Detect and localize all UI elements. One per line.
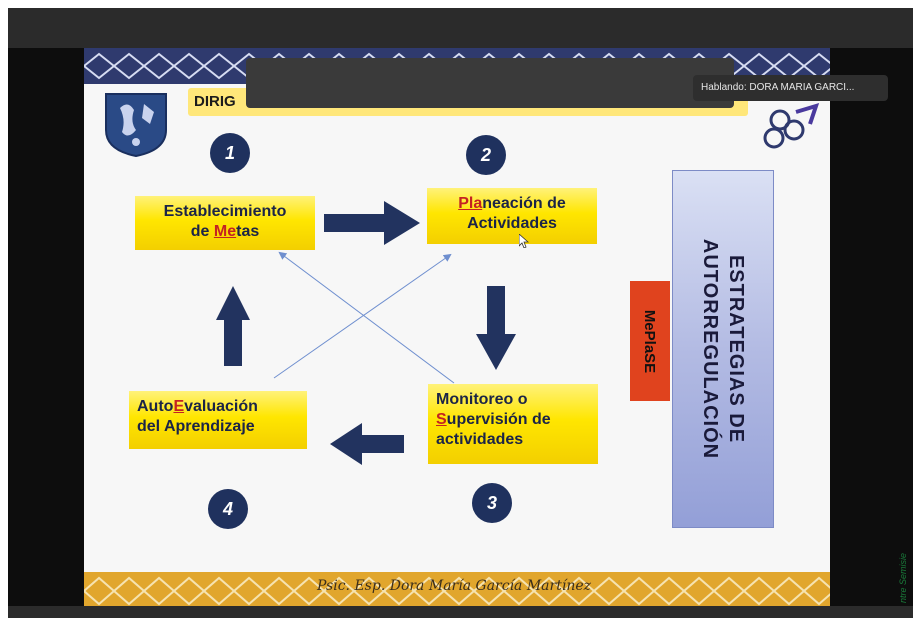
strategy-panel-title: ESTRATEGIAS DE AUTORREGULACIÓN: [699, 238, 747, 460]
bottom-band-pattern-icon: [84, 572, 830, 610]
step-box-self-evaluation: AutoEvaluación del Aprendizaje: [129, 391, 307, 449]
step-3-line-3: actividades: [436, 431, 524, 448]
video-top-bar: [8, 8, 913, 48]
step-3-line-2: Supervisión de: [436, 411, 551, 428]
step-4-line-1: AutoEvaluación: [137, 398, 258, 415]
step-box-monitoring: Monitoreo o Supervisión de actividades: [428, 384, 598, 464]
step-box-planning: Planeación de Actividades: [427, 188, 597, 244]
cross-arrows-icon: [273, 251, 455, 384]
step-1-highlight: Me: [213, 223, 237, 240]
strategy-panel-text-wrap: ESTRATEGIAS DE AUTORREGULACIÓN: [672, 170, 774, 528]
acronym-box: [630, 281, 670, 401]
arrow-up-icon: [216, 286, 250, 366]
step-number-4: 4: [208, 489, 248, 529]
side-watermark: ntre Semisie: [893, 520, 913, 618]
arrow-right-icon: [324, 201, 420, 245]
step-1-line-2: de Metas: [190, 223, 260, 240]
video-overlay-panel: [246, 58, 734, 108]
step-1-line-1: Establecimiento: [163, 203, 287, 220]
slide-header-title: DIRIG: [194, 93, 236, 110]
step-4-line-2: del Aprendizaje: [137, 418, 255, 435]
step-number-3: 3: [472, 483, 512, 523]
strategy-panel: [672, 170, 774, 528]
mouse-cursor-icon: [519, 234, 529, 248]
step-2-line-2: Actividades: [467, 215, 557, 232]
shared-slide: DIRIG 1 2 3 4 Establecimiento de Metas P…: [84, 48, 830, 610]
speaking-indicator: Hablando: DORA MARIA GARCI...: [693, 75, 888, 101]
arrow-down-icon: [476, 286, 516, 370]
logo-knot-icon: [756, 102, 822, 156]
video-bottom-bar: [8, 606, 913, 618]
step-3-highlight: S: [436, 411, 447, 428]
bottom-pattern-band: [84, 572, 830, 610]
step-box-goal-setting: Establecimiento de Metas: [135, 196, 315, 250]
step-number-1: 1: [210, 133, 250, 173]
acronym-label-wrap: MePlaSE: [630, 281, 670, 401]
step-3-line-1: Monitoreo o: [436, 391, 528, 408]
arrow-left-icon: [330, 423, 404, 465]
step-2-line-1: Planeación de: [458, 195, 566, 212]
step-4-highlight: E: [173, 398, 185, 415]
author-signature: Psic. Esp. Dora María García Martínez: [317, 578, 591, 594]
unam-crest-icon: [100, 90, 172, 158]
side-watermark-text: ntre Semisie: [898, 552, 908, 603]
step-number-2: 2: [466, 135, 506, 175]
step-2-highlight: Pla: [458, 195, 483, 212]
acronym-label: MePlaSE: [641, 309, 659, 373]
